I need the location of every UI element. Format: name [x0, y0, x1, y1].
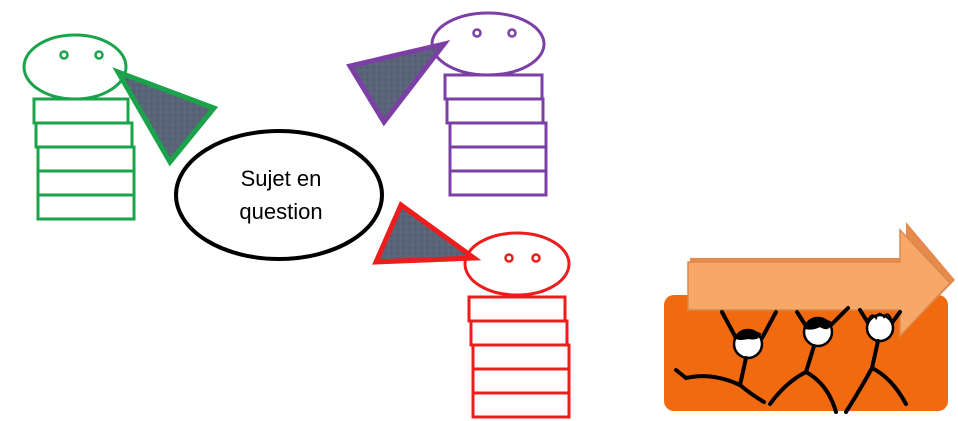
topic-bubble-line-1: Sujet en — [241, 166, 322, 191]
person-purple-eye-right — [509, 30, 516, 37]
teamwork-illustration — [664, 222, 955, 412]
person-green-eye-right — [96, 52, 103, 59]
person-red-body-stack — [469, 297, 569, 417]
person-red — [376, 205, 569, 417]
person-green-eye-left — [61, 52, 68, 59]
person-purple — [350, 13, 546, 195]
person-red-speech-cone — [376, 205, 474, 262]
person-red-head — [465, 233, 569, 295]
person-purple-speech-cone — [350, 44, 444, 122]
topic-bubble-line-2: question — [239, 199, 322, 224]
person-red-eye-right — [533, 255, 540, 262]
topic-bubble-outline — [176, 131, 382, 259]
person-green-body-stack — [34, 99, 134, 219]
person-purple-body-stack — [445, 75, 546, 195]
person-red-eye-left — [506, 255, 513, 262]
person-purple-head — [432, 13, 544, 75]
person-purple-eye-left — [474, 30, 481, 37]
topic-bubble: Sujet en question — [176, 131, 382, 259]
person-green-head — [24, 35, 126, 99]
